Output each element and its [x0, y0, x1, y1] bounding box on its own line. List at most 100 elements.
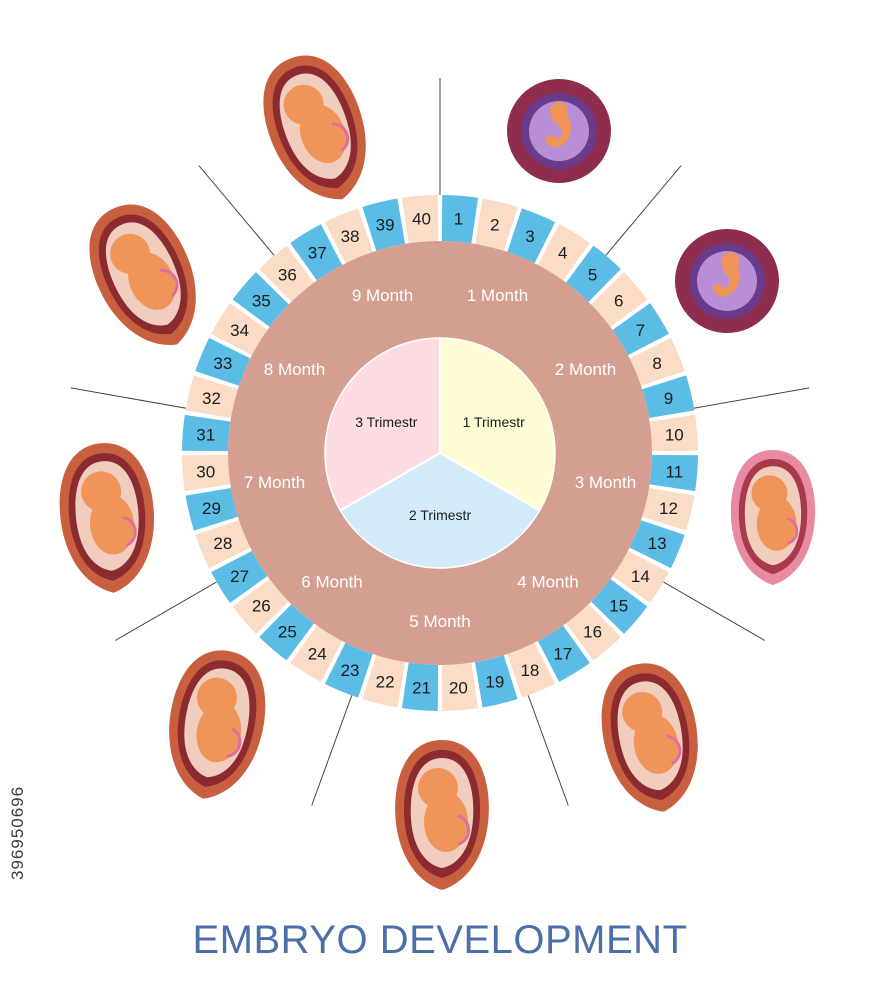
umbilical-cord-icon [331, 122, 350, 152]
week-label: 37 [308, 244, 327, 263]
week-label: 18 [520, 661, 539, 680]
week-cell [591, 272, 648, 327]
week-label: 4 [558, 244, 567, 263]
trimester-sector [339, 452, 541, 569]
umbilical-cord-icon [226, 727, 242, 758]
week-label: 39 [376, 215, 395, 234]
week-label: 3 [525, 227, 534, 246]
week-cell [290, 625, 343, 682]
week-cell [232, 272, 289, 327]
embryo-illustration [59, 443, 154, 593]
embryo-illustration [730, 450, 816, 585]
week-label: 29 [202, 499, 221, 518]
embryo-illustrations [59, 55, 816, 890]
week-label: 32 [202, 389, 221, 408]
week-cell [566, 245, 621, 302]
week-label: 16 [583, 623, 602, 642]
week-cell [649, 414, 698, 452]
week-label: 1 [454, 210, 463, 229]
week-cell [591, 579, 648, 634]
week-cell [629, 337, 685, 386]
embryo-head-icon [721, 252, 740, 271]
week-cell [649, 454, 698, 492]
month-label: 4 Month [517, 573, 578, 592]
umbilical-cord-icon [666, 734, 682, 766]
embryo-illustration [169, 650, 266, 799]
embryo-illustration [601, 663, 698, 812]
week-label: 13 [648, 534, 667, 553]
week-cell [211, 550, 268, 603]
week-cell [324, 642, 373, 698]
week-cell [612, 303, 669, 356]
week-cell [537, 625, 590, 682]
week-label: 36 [278, 265, 297, 284]
fetus-head-icon [283, 84, 324, 125]
week-label: 25 [278, 623, 297, 642]
week-cell [441, 662, 479, 711]
week-cell [290, 224, 343, 281]
month-label: 9 Month [352, 286, 413, 305]
week-cell [401, 195, 439, 244]
amniotic-fluid-icon [529, 101, 589, 161]
week-cell [195, 337, 251, 386]
stock-id-label: 396950696 [8, 785, 27, 880]
week-label: 27 [230, 567, 249, 586]
week-label: 21 [412, 678, 431, 697]
week-label: 7 [636, 321, 645, 340]
week-label: 6 [614, 291, 623, 310]
week-cell [507, 208, 556, 264]
week-label: 22 [376, 673, 395, 692]
week-label: 35 [252, 291, 271, 310]
week-label: 40 [412, 210, 431, 229]
week-cell [185, 487, 238, 531]
week-cell [474, 198, 518, 251]
week-cell [642, 487, 695, 531]
week-cell [441, 195, 479, 244]
week-cell [185, 375, 238, 419]
month-label: 5 Month [409, 612, 470, 631]
week-label: 38 [341, 227, 360, 246]
week-label: 33 [213, 354, 232, 373]
page-title: EMBRYO DEVELOPMENT [192, 918, 688, 962]
week-cell [324, 208, 373, 264]
trimester-label: 3 Trimestr [355, 414, 418, 430]
fetus-head-icon [110, 233, 151, 274]
embryo-illustration [507, 79, 611, 183]
trimester-sector [439, 337, 556, 512]
week-cell [507, 642, 556, 698]
month-label: 1 Month [467, 286, 528, 305]
umbilical-cord-icon [159, 269, 179, 298]
week-cell [182, 414, 231, 452]
trimester-separator [339, 452, 441, 512]
week-label: 31 [196, 426, 215, 445]
week-label: 2 [490, 215, 499, 234]
week-label: 5 [588, 265, 597, 284]
week-label: 9 [664, 389, 673, 408]
amniotic-fluid-icon [697, 251, 757, 311]
month-label: 6 Month [301, 573, 362, 592]
umbilical-cord-icon [122, 516, 137, 547]
week-cell [259, 245, 314, 302]
week-label: 8 [652, 354, 661, 373]
week-label: 10 [665, 426, 684, 445]
week-label: 23 [341, 661, 360, 680]
fetus-head-icon [196, 677, 237, 718]
embryo-head-icon [550, 102, 568, 120]
week-cell [195, 520, 251, 569]
embryo-icon [545, 112, 572, 148]
week-cell [642, 375, 695, 419]
week-label: 17 [553, 644, 572, 663]
embryo-illustration [263, 55, 366, 200]
week-cell [629, 520, 685, 569]
month-label: 3 Month [575, 473, 636, 492]
week-label: 26 [252, 597, 271, 616]
embryo-illustration [395, 740, 489, 890]
trimester-label: 1 Trimestr [463, 414, 526, 430]
trimester-sector [324, 337, 441, 512]
week-cell [362, 198, 406, 251]
week-cell [182, 454, 231, 492]
month-label: 2 Month [555, 360, 616, 379]
week-label: 24 [308, 644, 327, 663]
